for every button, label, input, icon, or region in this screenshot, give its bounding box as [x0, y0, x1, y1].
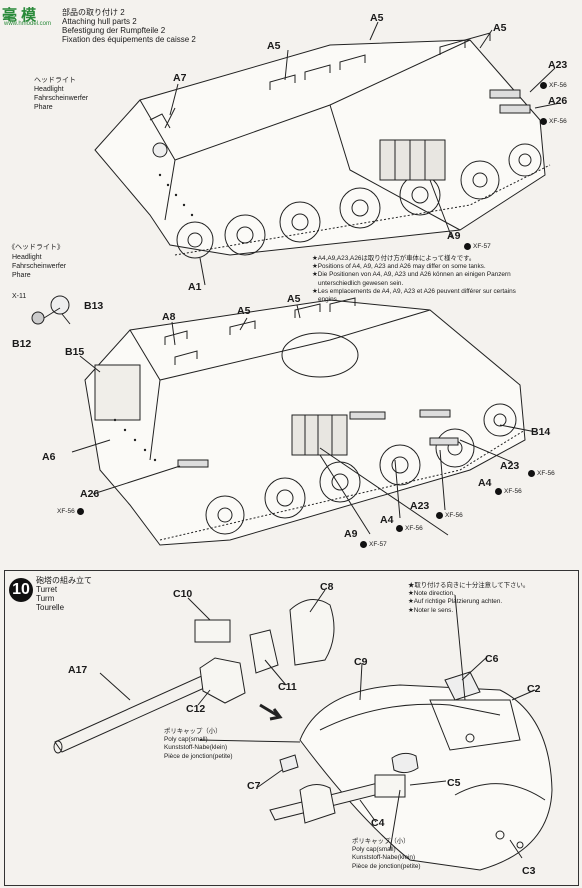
- step10-title-de: Turm: [36, 594, 55, 603]
- headlight-detail-jp: 《ヘッドライト》: [8, 244, 64, 251]
- label-c5: C5: [447, 777, 461, 789]
- paint-xf56-a4-right: XF-56: [495, 488, 522, 495]
- note-line-5: ★Les emplacements de A4, A9, A23 et A26 …: [312, 287, 516, 295]
- poly-cap-b-en: Poly cap(small): [352, 846, 396, 854]
- poly-cap-a-jp: ポリキャップ（小）: [164, 728, 222, 735]
- direction-note-en: ★Note direction.: [408, 590, 455, 598]
- step10-title-jp: 砲塔の組み立て: [36, 576, 92, 585]
- paint-xf56-a26-top: XF-56: [540, 118, 567, 125]
- label-x11: X-11: [12, 293, 27, 300]
- label-b12: B12: [12, 338, 32, 350]
- label-b15: B15: [65, 346, 85, 358]
- watermark-logo: 毫 模: [2, 7, 37, 24]
- poly-cap-a-fr: Pièce de jonction(petite): [164, 752, 233, 760]
- poly-cap-a-en: Poly cap(small): [164, 736, 208, 744]
- watermark-url: www.hmodel.com: [4, 21, 52, 27]
- paint-xf56-a23-top: XF-56: [540, 82, 567, 89]
- label-c10: C10: [173, 588, 193, 600]
- label-a26-low: A26: [80, 488, 100, 500]
- label-a9-low: A9: [344, 528, 358, 540]
- headlight-detail-de: Fahrscheinwerfer: [12, 263, 67, 270]
- note-line-4: unterschiedlich gewesen sein.: [318, 279, 404, 287]
- label-a4-right: A4: [478, 477, 492, 489]
- paint-xf56-a23-low-mid: XF-56: [436, 512, 463, 519]
- label-c12: C12: [186, 703, 206, 715]
- step9-notes: ★A4,A9,A23,A26は取り付け方が車体によって様々です。 ★Positi…: [312, 255, 516, 304]
- poly-cap-small-b: ポリキャップ（小） Poly cap(small) Kunststoff-Nab…: [352, 838, 421, 871]
- note-line-2: ★Positions of A4, A9, A23 and A26 may di…: [312, 263, 486, 271]
- paint-xf56-a26-low: XF-56: [57, 508, 84, 515]
- label-a23-low-mid: A23: [410, 500, 430, 512]
- paint-xf56-a4-low: XF-56: [396, 525, 423, 532]
- poly-cap-a-de: Kunststoff-Nabe(klein): [164, 744, 228, 752]
- step10-title-en: Turret: [36, 585, 58, 594]
- step10-direction-note: ★取り付ける向きに十分注意して下さい。 ★Note direction. ★Au…: [408, 582, 529, 615]
- label-a4-low: A4: [380, 514, 394, 526]
- step9-title-fr: Fixation des équipements de caisse 2: [62, 35, 196, 44]
- label-a1: A1: [188, 281, 202, 293]
- label-c4: C4: [371, 817, 385, 829]
- note-line-1: ★A4,A9,A23,A26は取り付け方が車体によって様々です。: [312, 255, 476, 262]
- step9-title-jp: 部品の取り付け 2: [62, 8, 125, 17]
- poly-cap-b-jp: ポリキャップ（小）: [352, 838, 410, 845]
- label-a7: A7: [173, 72, 187, 84]
- label-c3: C3: [522, 865, 536, 877]
- label-a6: A6: [42, 451, 56, 463]
- headlight-detail-fr: Phare: [12, 272, 31, 279]
- poly-cap-small-a: ポリキャップ（小） Poly cap(small) Kunststoff-Nab…: [164, 728, 233, 761]
- note-line-3: ★Die Positionen von A4, A9, A23 und A26 …: [312, 271, 511, 279]
- step10-number: 10: [9, 578, 33, 602]
- headlight-detail-en: Headlight: [12, 254, 42, 261]
- step10-frame: [4, 570, 579, 886]
- direction-note-jp: ★取り付ける向きに十分注意して下さい。: [408, 582, 530, 589]
- label-a5-top-right: A5: [493, 22, 507, 34]
- label-a5-top-left: A5: [267, 40, 281, 52]
- step9-title-de: Befestigung der Rumpfteile 2: [62, 26, 166, 35]
- label-c11: C11: [278, 681, 297, 693]
- headlight-top-fr: Phare: [34, 104, 53, 111]
- label-a5-low-left: A5: [237, 305, 251, 317]
- label-a5-low-right: A5: [287, 293, 301, 305]
- headlight-top-en: Headlight: [34, 86, 64, 93]
- direction-note-fr: ★Noter le sens.: [408, 606, 454, 614]
- label-a5-top-mid: A5: [370, 12, 384, 24]
- label-b13: B13: [84, 300, 104, 312]
- paint-xf57-a9-low: XF-57: [360, 541, 387, 548]
- headlight-top-de: Fahrscheinwerfer: [34, 95, 89, 102]
- label-c9: C9: [354, 656, 368, 668]
- note-line-6: engins.: [318, 296, 339, 304]
- paint-xf57-a9-top: XF-57: [464, 243, 491, 250]
- label-b14: B14: [531, 426, 551, 438]
- direction-note-de: ★Auf richtige Platzierung achten.: [408, 598, 503, 606]
- label-c8: C8: [320, 581, 334, 593]
- label-a26-top: A26: [548, 95, 568, 107]
- label-a8: A8: [162, 311, 176, 323]
- poly-cap-b-fr: Pièce de jonction(petite): [352, 862, 421, 870]
- label-c2: C2: [527, 683, 541, 695]
- label-a9-top: A9: [447, 230, 461, 242]
- label-a23-low-right: A23: [500, 460, 520, 472]
- label-c6: C6: [485, 653, 499, 665]
- label-a23-top: A23: [548, 59, 568, 71]
- poly-cap-b-de: Kunststoff-Nabe(klein): [352, 854, 416, 862]
- headlight-top-jp: ヘッドライト: [34, 77, 76, 84]
- step9-title-en: Attaching hull parts 2: [62, 17, 137, 26]
- step10-title-fr: Tourelle: [36, 603, 65, 612]
- label-a17: A17: [68, 664, 88, 676]
- label-c7: C7: [247, 780, 261, 792]
- paint-xf56-a23-low-right: XF-56: [528, 470, 555, 477]
